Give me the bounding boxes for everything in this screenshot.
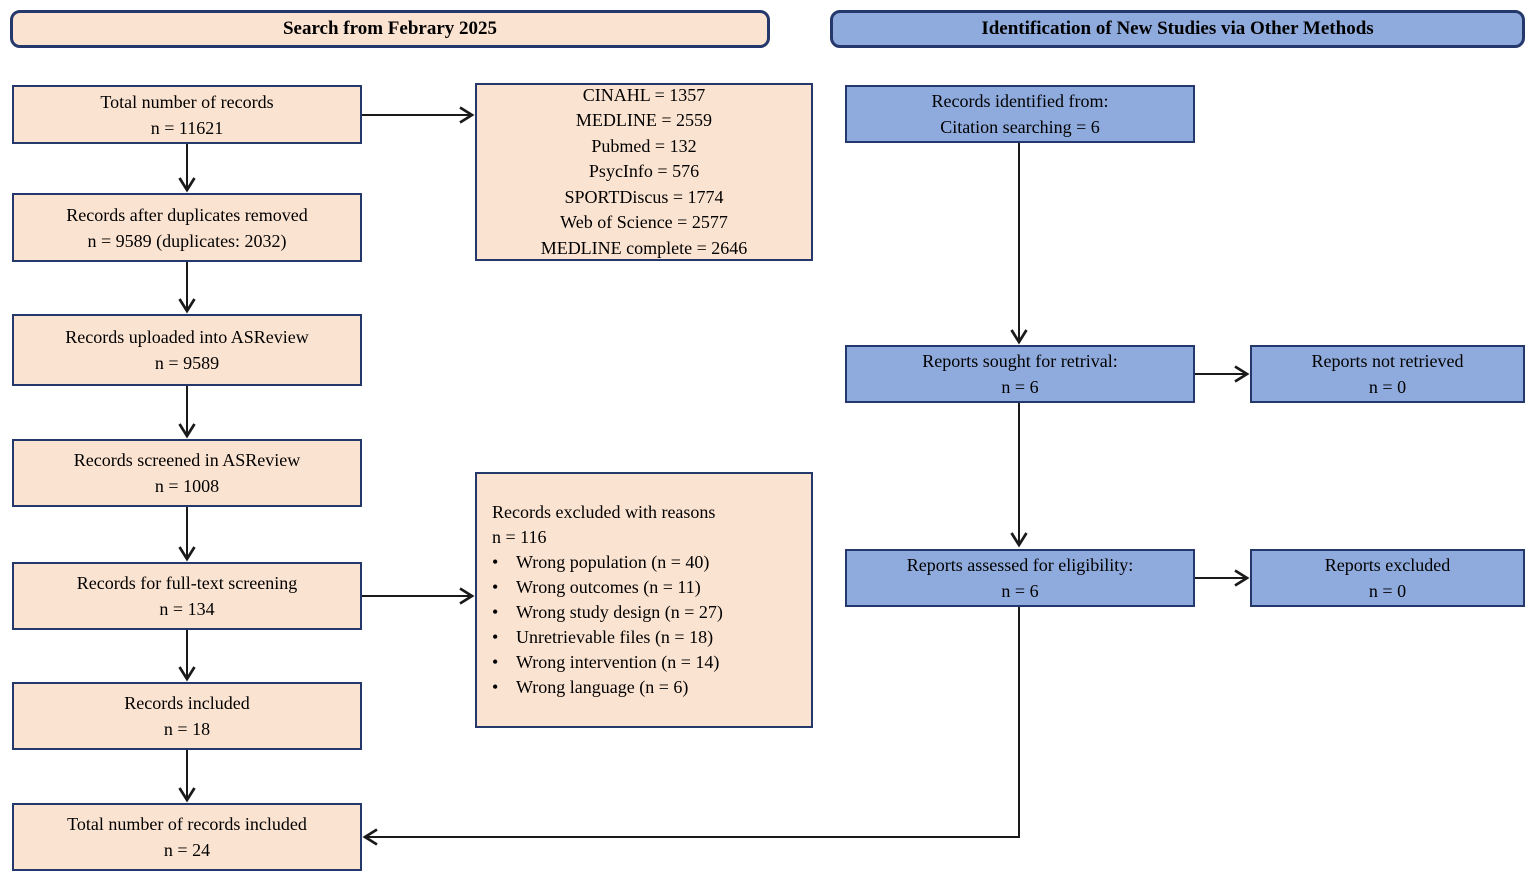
flow-box-duplicates-removed-count: n = 9589 (duplicates: 2032)	[87, 230, 287, 251]
database-line-pubmed: Pubmed = 132	[591, 135, 697, 156]
flow-box-fulltext-screening-count: n = 134	[159, 599, 215, 619]
excluded-reason-text: Wrong outcomes (n = 11)	[516, 577, 701, 597]
excluded-reason-text: Wrong language (n = 6)	[516, 677, 689, 697]
flow-box-records-included-label: Records included	[124, 693, 250, 713]
bullet-icon: •	[492, 677, 499, 697]
excluded-reason-text: Wrong population (n = 40)	[516, 552, 710, 572]
header-other-methods: Identification of New Studies via Other …	[830, 10, 1525, 48]
flow-box-uploaded-asreview-label: Records uploaded into ASReview	[65, 327, 309, 347]
flow-box-screened-asreview-count: n = 1008	[154, 476, 220, 496]
flow-box-reports-excluded-count: n = 0	[1368, 581, 1407, 601]
flow-box-reports-assessed-count: n = 6	[1001, 581, 1039, 601]
bullet-gap	[508, 625, 516, 650]
flow-box-total-included-label: Total number of records included	[67, 814, 307, 834]
excluded-reasons-title: Records excluded with reasons	[492, 502, 716, 522]
database-line-webofscience: Web of Science = 2577	[560, 212, 728, 233]
bullet-icon: •	[492, 577, 499, 597]
bullet-icon: •	[492, 602, 499, 622]
excluded-reasons-box: Records excluded with reasons n = 116 • …	[475, 472, 813, 728]
excluded-reason-item: • Unretrievable files (n = 18)	[492, 625, 713, 650]
excluded-reason-item: • Wrong population (n = 40)	[492, 550, 709, 575]
database-line-psycinfo: PsycInfo = 576	[588, 161, 700, 182]
excluded-reason-text: Unretrievable files (n = 18)	[516, 627, 714, 647]
flow-box-fulltext-screening-label: Records for full-text screening	[76, 573, 298, 593]
flow-box-total-records-count: n = 11621	[150, 117, 224, 138]
flow-box-fulltext-screening: Records for full-text screening n = 134	[12, 562, 362, 630]
excluded-reason-text: Wrong intervention (n = 14)	[516, 652, 720, 672]
database-line-cinahl: CINAHL = 1357	[582, 84, 706, 105]
flow-box-citation-identified-label: Records identified from:	[931, 91, 1109, 111]
flow-box-screened-asreview: Records screened in ASReview n = 1008	[12, 439, 362, 507]
flow-box-total-records: Total number of records n = 11621	[12, 85, 362, 144]
excluded-reason-item: • Wrong language (n = 6)	[492, 675, 688, 700]
excluded-reason-item: • Wrong intervention (n = 14)	[492, 650, 719, 675]
flow-box-reports-excluded-label: Reports excluded	[1324, 555, 1451, 575]
flow-box-reports-not-retrieved: Reports not retrieved n = 0	[1250, 345, 1525, 403]
bullet-gap	[508, 675, 516, 700]
bullet-gap	[508, 600, 516, 625]
excluded-reason-item: • Wrong outcomes (n = 11)	[492, 575, 701, 600]
flow-box-total-included: Total number of records included n = 24	[12, 803, 362, 871]
flow-box-citation-identified-count: Citation searching = 6	[940, 117, 1100, 137]
database-line-medline-complete: MEDLINE complete = 2646	[540, 237, 748, 258]
header-other-methods-title: Identification of New Studies via Other …	[981, 18, 1374, 39]
databases-box: CINAHL = 1357 MEDLINE = 2559 Pubmed = 13…	[475, 83, 813, 261]
bullet-gap	[508, 575, 516, 600]
header-search: Search from Febrary 2025	[10, 10, 770, 48]
flow-box-total-records-label: Total number of records	[100, 91, 274, 112]
flow-box-reports-sought-label: Reports sought for retrival:	[922, 351, 1118, 371]
database-line-sportdiscus: SPORTDiscus = 1774	[564, 186, 724, 207]
flow-box-reports-excluded: Reports excluded n = 0	[1250, 549, 1525, 607]
flow-box-records-included: Records included n = 18	[12, 682, 362, 750]
flow-box-reports-assessed: Reports assessed for eligibility: n = 6	[845, 549, 1195, 607]
flow-box-duplicates-removed: Records after duplicates removed n = 958…	[12, 193, 362, 262]
bullet-icon: •	[492, 552, 499, 572]
excluded-reasons-count: n = 116	[492, 527, 547, 547]
flow-box-uploaded-asreview: Records uploaded into ASReview n = 9589	[12, 314, 362, 386]
excluded-reason-item: • Wrong study design (n = 27)	[492, 600, 723, 625]
flow-box-reports-sought: Reports sought for retrival: n = 6	[845, 345, 1195, 403]
flow-box-reports-sought-count: n = 6	[1001, 377, 1039, 397]
bullet-gap	[508, 550, 516, 575]
header-search-title: Search from Febrary 2025	[282, 18, 498, 39]
flow-box-screened-asreview-label: Records screened in ASReview	[73, 450, 301, 470]
flow-box-reports-assessed-label: Reports assessed for eligibility:	[906, 555, 1134, 575]
flow-box-duplicates-removed-label: Records after duplicates removed	[66, 204, 308, 225]
excluded-reason-text: Wrong study design (n = 27)	[516, 602, 723, 622]
bullet-gap	[508, 650, 516, 675]
flow-box-uploaded-asreview-count: n = 9589	[154, 353, 220, 373]
flow-box-records-included-count: n = 18	[163, 719, 211, 739]
flow-box-reports-not-retrieved-label: Reports not retrieved	[1311, 351, 1464, 371]
bullet-icon: •	[492, 627, 499, 647]
flow-box-citation-identified: Records identified from: Citation search…	[845, 85, 1195, 143]
flow-box-reports-not-retrieved-count: n = 0	[1368, 377, 1407, 397]
flow-box-total-included-count: n = 24	[163, 840, 211, 860]
bullet-icon: •	[492, 652, 499, 672]
database-line-medline: MEDLINE = 2559	[575, 110, 713, 131]
